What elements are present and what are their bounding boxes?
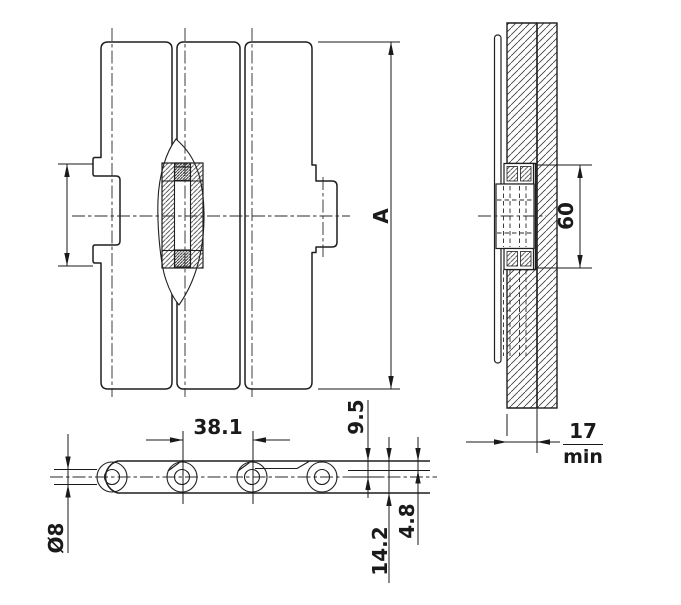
dim-pitch: 38.1 (146, 415, 290, 504)
dim-pin-diameter: Ø8 (44, 434, 97, 553)
dim-label-clearance: 17 (569, 419, 597, 443)
dim-label-plate-width: A (369, 208, 393, 224)
plate-segment-left (92, 41, 173, 390)
dim-plate-width: A (318, 41, 400, 390)
plate-end-chamfer (296, 461, 310, 469)
knuckle-cap-bottom-hatch-b (520, 251, 532, 267)
chain-elevation-view: 38.1 Ø8 9.5 14.2 (44, 399, 437, 583)
dim-label-pin-diameter: Ø8 (44, 523, 68, 554)
dim-overall-height: 14.2 (357, 437, 403, 583)
dim-plate-thickness: 4.8 (348, 437, 430, 545)
knuckle-cap-top-hatch-b (520, 166, 532, 182)
knuckle-cap-top-hatch-a (506, 166, 518, 182)
dim-label-plate-thickness: 4.8 (395, 503, 419, 538)
curl-mark-2 (237, 462, 250, 472)
dim-label-top-to-pin-center: 9.5 (344, 399, 368, 434)
dim-hinge-width: 60 (537, 164, 592, 269)
dim-qualifier-clearance: min (563, 446, 603, 468)
plan-view: A (58, 28, 400, 397)
pin-foot-section (173, 249, 192, 268)
dim-clearance: 17 min (466, 409, 603, 468)
plate-segment-right (244, 41, 338, 390)
plan-centerlines (72, 28, 350, 397)
dim-top-to-pin-center: 9.5 (344, 399, 382, 498)
knuckle-cap-bottom-hatch-a (506, 251, 518, 267)
dim-label-overall-height: 14.2 (368, 526, 392, 575)
track-section-rear (536, 22, 558, 409)
dim-label-hinge-width: 60 (554, 202, 578, 230)
hinge-section-detail (157, 138, 205, 306)
side-section-view: 60 17 min (466, 22, 603, 468)
pin-head-section (173, 162, 192, 182)
dim-label-pitch: 38.1 (193, 415, 242, 439)
curl-mark-1 (167, 462, 180, 472)
dim-hinge-span (58, 163, 93, 267)
